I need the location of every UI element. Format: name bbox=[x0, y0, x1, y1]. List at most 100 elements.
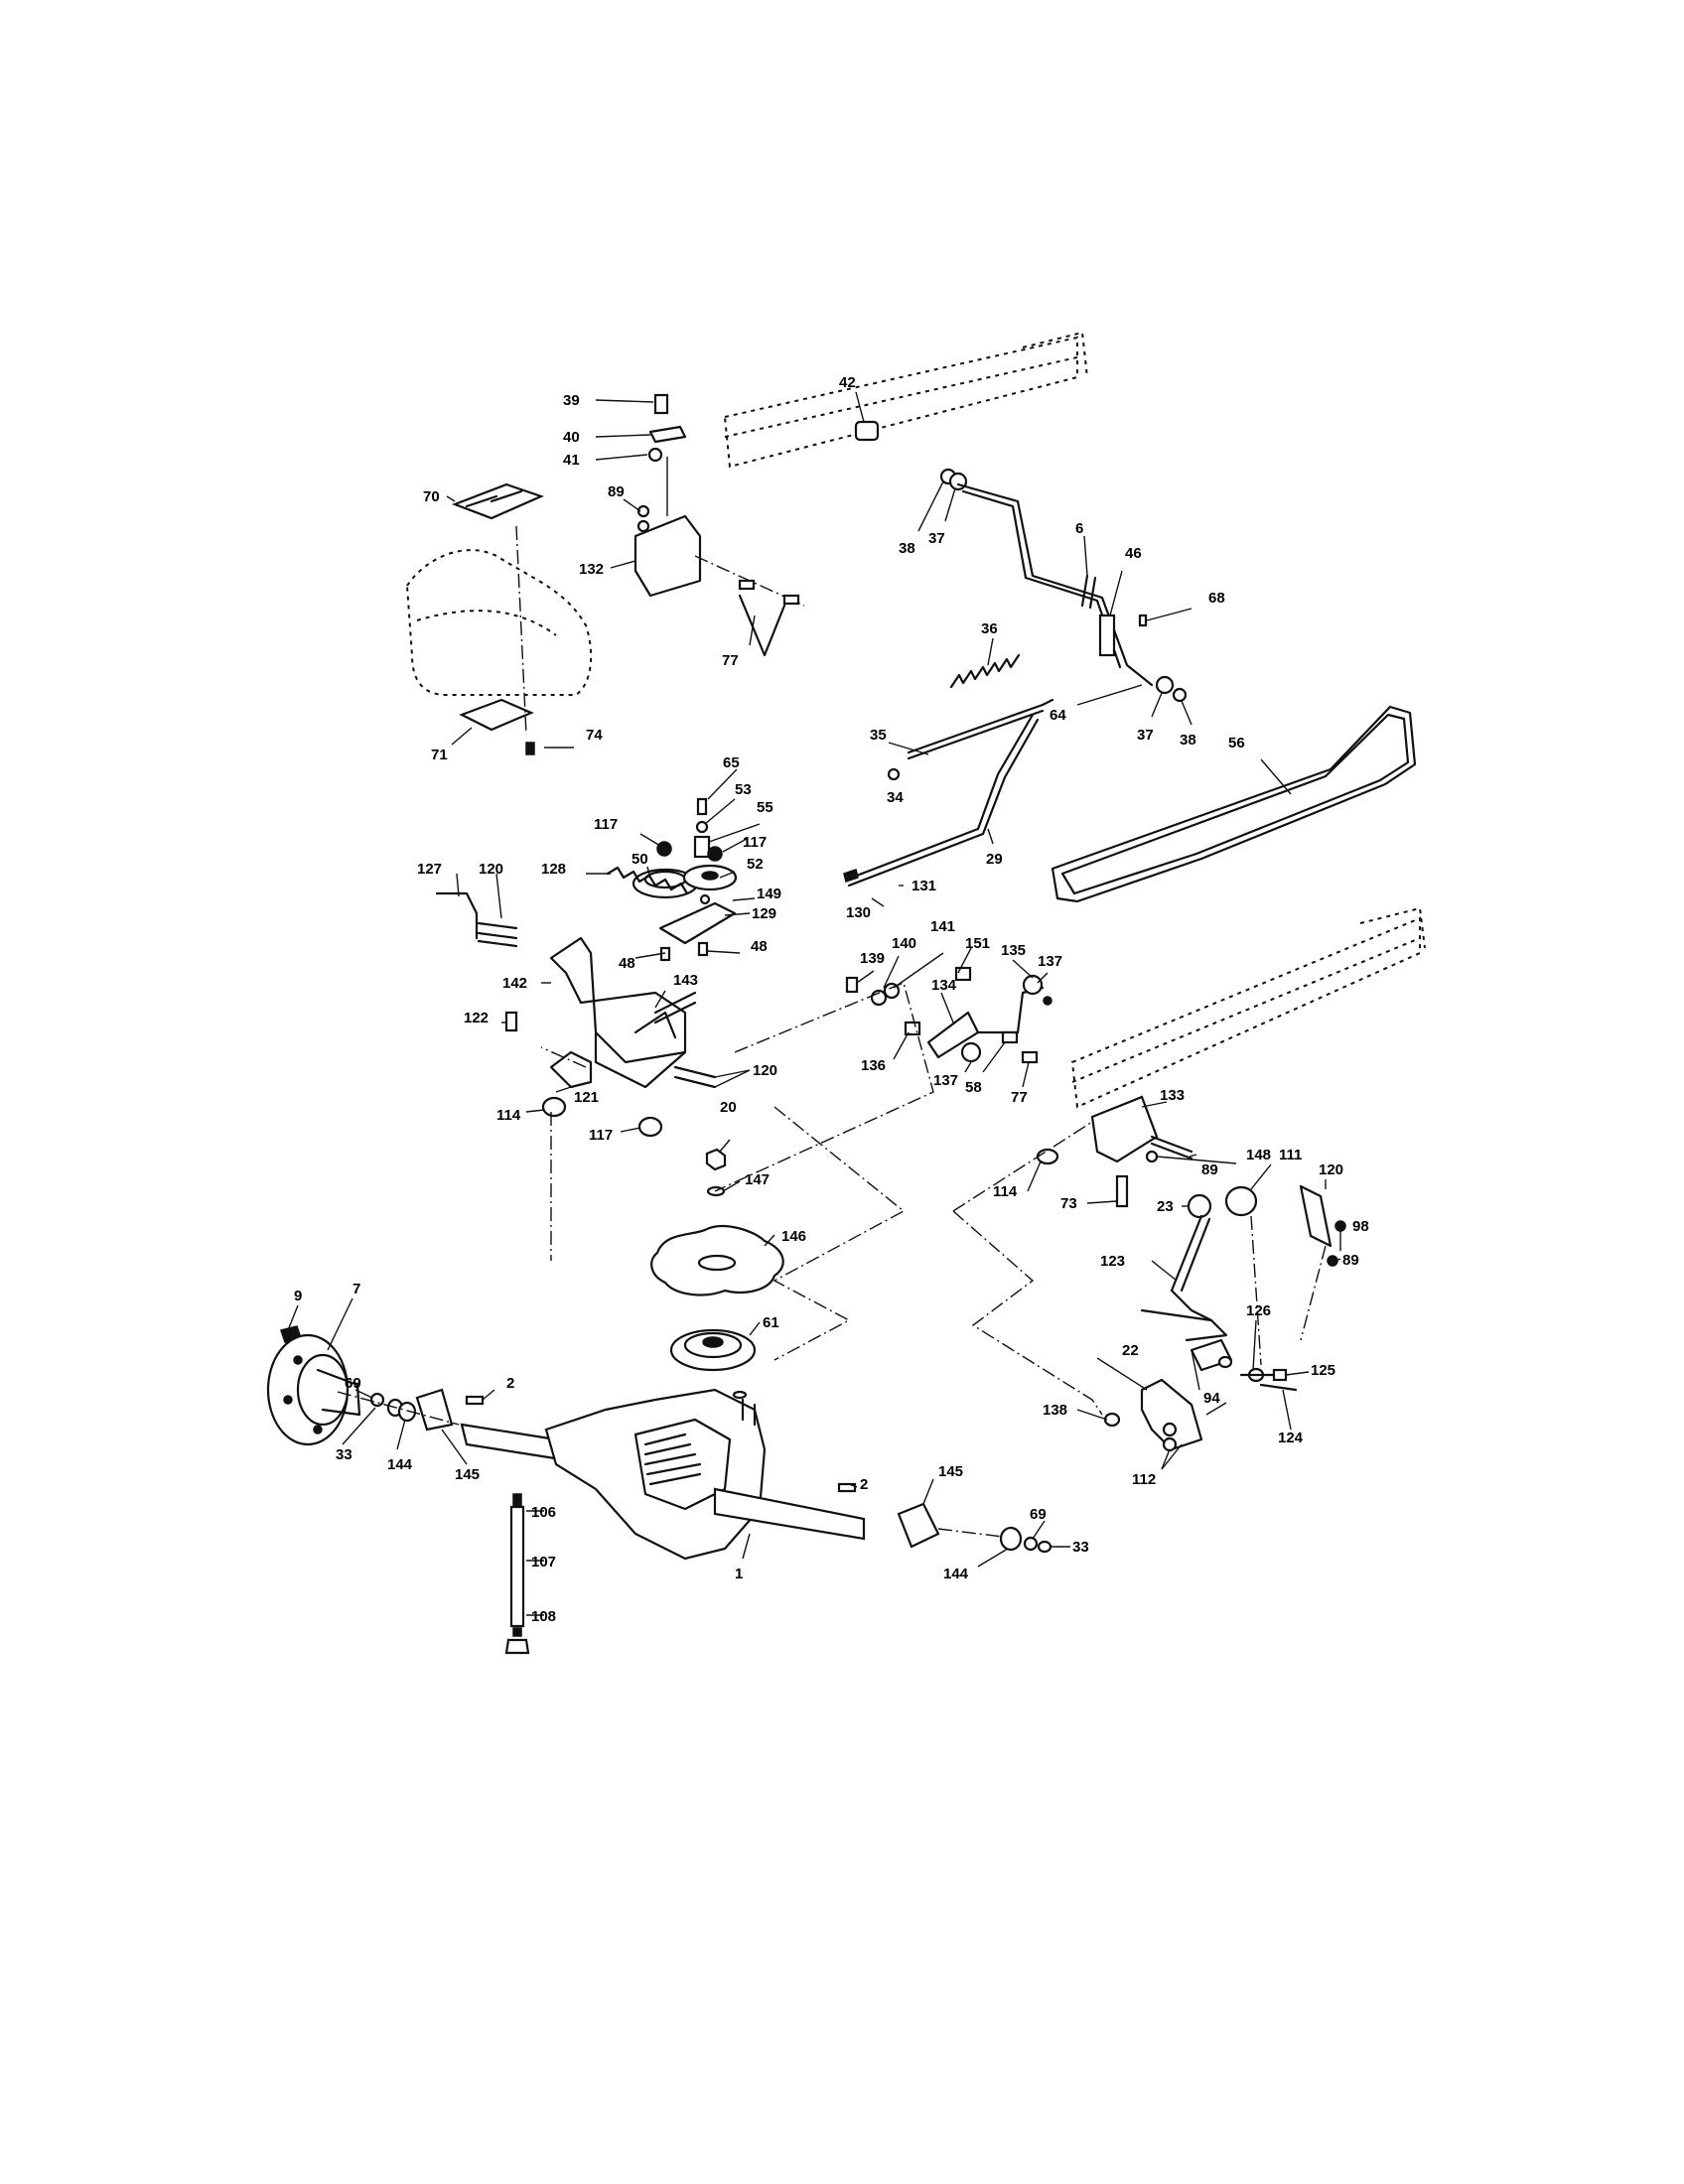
callout-label: 40 bbox=[563, 429, 580, 446]
callout-label: 58 bbox=[965, 1079, 982, 1096]
callout-label: 89 bbox=[1201, 1161, 1218, 1178]
callout-label: 38 bbox=[899, 540, 915, 557]
callout-label: 106 bbox=[531, 1504, 556, 1521]
callout-label: 9 bbox=[294, 1288, 302, 1304]
callout-label: 126 bbox=[1246, 1302, 1271, 1319]
callout-label: 143 bbox=[673, 972, 698, 989]
callout-label: 114 bbox=[993, 1183, 1018, 1200]
callout-label: 34 bbox=[887, 789, 904, 806]
callout-label: 7 bbox=[352, 1281, 360, 1297]
drive-belt-56 bbox=[1051, 705, 1417, 903]
callout-label: 71 bbox=[431, 747, 448, 763]
spring-36 bbox=[949, 653, 1021, 689]
callout-label: 139 bbox=[860, 950, 885, 967]
callout-label: 123 bbox=[1100, 1253, 1125, 1270]
mounting-bracket-142 bbox=[435, 891, 717, 1138]
callout-label: 108 bbox=[531, 1608, 556, 1625]
callout-label: 29 bbox=[986, 851, 1003, 868]
callout-label: 125 bbox=[1311, 1362, 1335, 1379]
callout-label: 112 bbox=[1132, 1471, 1156, 1488]
callout-label: 68 bbox=[1208, 590, 1225, 607]
callout-label: 39 bbox=[563, 392, 580, 409]
callout-label: 89 bbox=[1342, 1252, 1359, 1269]
callout-label: 37 bbox=[1137, 727, 1154, 744]
linkage-rods bbox=[843, 698, 1054, 887]
callout-label: 69 bbox=[1030, 1506, 1047, 1523]
callout-label: 48 bbox=[751, 938, 768, 955]
shift-plate-133 bbox=[1036, 1095, 1346, 1267]
callout-label: 64 bbox=[1050, 707, 1066, 724]
callout-label: 147 bbox=[745, 1171, 770, 1188]
callout-label: 120 bbox=[1319, 1161, 1343, 1178]
callout-label: 146 bbox=[781, 1228, 806, 1245]
callout-label: 2 bbox=[860, 1476, 868, 1493]
callout-label: 6 bbox=[1075, 520, 1083, 537]
callout-label: 124 bbox=[1278, 1430, 1304, 1446]
idler-pulleys bbox=[632, 797, 738, 962]
callout-label: 98 bbox=[1352, 1218, 1369, 1235]
callout-label: 22 bbox=[1122, 1342, 1139, 1359]
bellcrank-assembly bbox=[845, 966, 1052, 1064]
callout-label: 111 bbox=[1279, 1147, 1302, 1163]
callout-label: 36 bbox=[981, 620, 998, 637]
callout-label: 144 bbox=[387, 1456, 413, 1473]
callout-label: 73 bbox=[1060, 1195, 1077, 1212]
fender-body bbox=[405, 549, 593, 696]
support-rod-107 bbox=[504, 1493, 530, 1655]
transaxle-1 bbox=[460, 1388, 866, 1561]
callout-label: 138 bbox=[1043, 1402, 1067, 1419]
callout-label: 145 bbox=[455, 1466, 480, 1483]
left-axle-hardware bbox=[369, 1388, 857, 1493]
callout-label: 145 bbox=[938, 1463, 963, 1480]
seat-pivot-group bbox=[633, 393, 805, 657]
wheel-hub-7 bbox=[266, 1325, 361, 1446]
callout-label: 144 bbox=[943, 1566, 969, 1582]
callout-label: 2 bbox=[506, 1375, 514, 1392]
callout-label: 117 bbox=[594, 816, 618, 833]
callout-label: 38 bbox=[1180, 732, 1196, 749]
construction-lines bbox=[337, 982, 1327, 1426]
callout-label: 37 bbox=[928, 530, 945, 547]
spacer-42 bbox=[854, 420, 880, 442]
callout-label: 128 bbox=[541, 861, 566, 878]
callout-label: 52 bbox=[747, 856, 764, 873]
callout-label: 50 bbox=[632, 851, 648, 868]
callout-label: 1 bbox=[735, 1566, 743, 1582]
callout-label: 48 bbox=[619, 955, 635, 972]
callout-label: 55 bbox=[757, 799, 773, 816]
lower-frame-rail bbox=[1070, 906, 1426, 1109]
callout-label: 65 bbox=[723, 754, 740, 771]
callout-label: 117 bbox=[589, 1127, 613, 1144]
callout-label: 23 bbox=[1157, 1198, 1174, 1215]
callout-label: 33 bbox=[336, 1446, 352, 1463]
upper-frame-rail bbox=[723, 331, 1088, 469]
callout-label: 148 bbox=[1246, 1147, 1271, 1163]
callout-label: 122 bbox=[464, 1010, 489, 1026]
callout-label: 135 bbox=[1001, 942, 1026, 959]
callout-label: 129 bbox=[752, 905, 776, 922]
callout-label: 117 bbox=[743, 834, 767, 851]
callout-label: 77 bbox=[722, 652, 739, 669]
callout-label: 141 bbox=[930, 918, 955, 935]
callout-label: 46 bbox=[1125, 545, 1142, 562]
callout-label: 114 bbox=[496, 1107, 521, 1124]
right-axle-hardware bbox=[897, 1502, 1052, 1554]
callout-label: 94 bbox=[1203, 1390, 1220, 1407]
callout-label: 136 bbox=[861, 1057, 886, 1074]
shift-lever bbox=[1103, 1214, 1298, 1452]
callout-label: 41 bbox=[563, 452, 580, 469]
callout-label: 89 bbox=[608, 483, 625, 500]
callout-label: 120 bbox=[753, 1062, 777, 1079]
callout-label: 151 bbox=[965, 935, 990, 952]
callout-label: 74 bbox=[586, 727, 603, 744]
callout-label: 127 bbox=[417, 861, 442, 878]
callout-label: 120 bbox=[479, 861, 503, 878]
callout-label: 70 bbox=[423, 488, 440, 505]
callout-label: 107 bbox=[531, 1554, 556, 1570]
callout-label: 131 bbox=[912, 878, 936, 894]
callout-label: 69 bbox=[345, 1375, 361, 1392]
callout-labels: 39 40 41 42 70 89 132 38 37 6 46 68 36 7… bbox=[294, 374, 1369, 1625]
callout-label: 42 bbox=[839, 374, 856, 391]
callout-label: 137 bbox=[1038, 953, 1062, 970]
